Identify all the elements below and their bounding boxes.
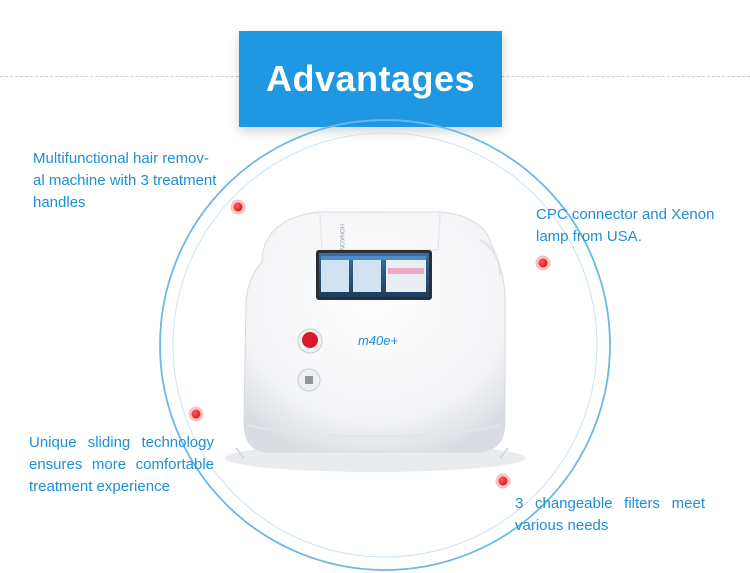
feature-cpc-connector: CPC connector and Xenon lamp from USA.	[536, 204, 736, 248]
feature-line: handles	[33, 194, 86, 211]
outer-ring	[159, 119, 611, 571]
model-label: m40e+	[358, 333, 399, 348]
feature-line: various needs	[515, 517, 609, 534]
feature-line: Unique sliding technology	[29, 434, 214, 451]
marker-dot	[495, 473, 511, 489]
feature-multifunctional: Multifunctional hair remov- al machine w…	[33, 148, 238, 214]
marker-dot	[230, 199, 246, 215]
feature-line: CPC connector and Xenon	[536, 206, 715, 223]
marker-dot	[535, 255, 551, 271]
feature-sliding-technology: Unique sliding technology ensures more c…	[29, 432, 214, 498]
feature-line: Multifunctional hair remov-	[33, 150, 209, 167]
title-banner: Advantages	[239, 31, 502, 127]
inner-ring	[172, 132, 598, 558]
touch-screen	[316, 250, 432, 300]
feature-line: al machine with 3 treatment	[33, 172, 217, 189]
feature-line: treatment experience	[29, 478, 170, 495]
emergency-button	[297, 328, 323, 354]
feature-line: ensures more comfortable	[29, 456, 214, 473]
feature-line: 3 changeable filters meet	[515, 495, 705, 512]
key-switch	[297, 368, 321, 392]
marker-dot	[188, 406, 204, 422]
feature-line: lamp from USA.	[536, 228, 642, 245]
page-title: Advantages	[265, 58, 476, 99]
brand-label: HONKON	[338, 224, 344, 250]
feature-changeable-filters: 3 changeable filters meet various needs	[515, 493, 705, 537]
